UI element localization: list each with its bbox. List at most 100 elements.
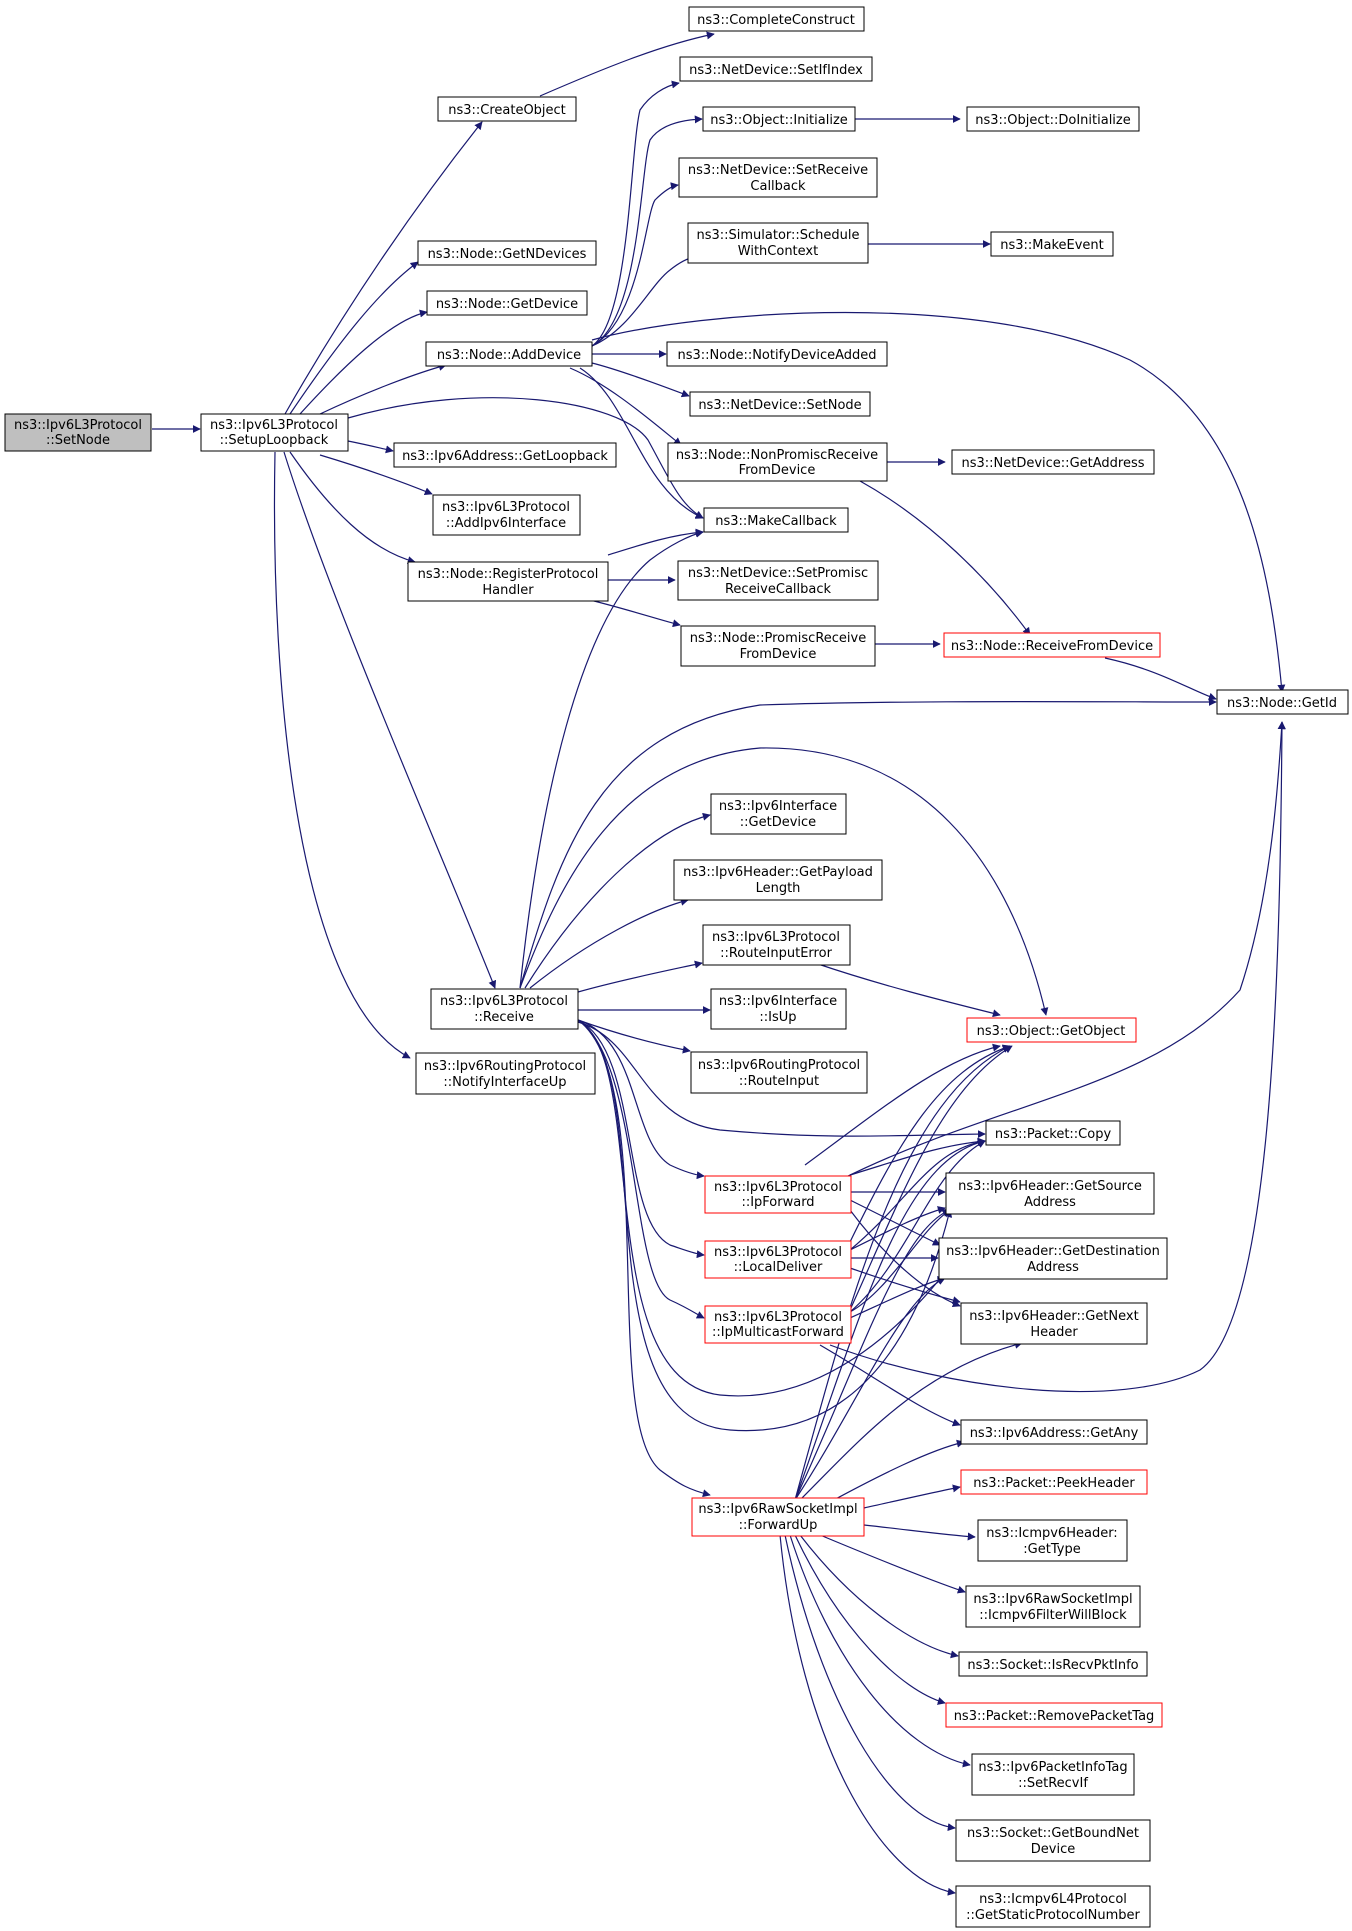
node-setuploopback[interactable]: ns3::Ipv6L3Protocol::SetupLoopback <box>200 413 349 452</box>
node-setnode[interactable]: ns3::Ipv6L3Protocol::SetNode <box>4 413 152 452</box>
node-makeevent[interactable]: ns3::MakeEvent <box>990 231 1114 257</box>
node-receive[interactable]: ns3::Ipv6L3Protocol::Receive <box>430 988 579 1030</box>
svg-text:::IsUp: ::IsUp <box>759 1010 796 1025</box>
node-isup[interactable]: ns3::Ipv6Interface::IsUp <box>710 988 847 1030</box>
svg-text:ns3::Ipv6L3Protocol: ns3::Ipv6L3Protocol <box>714 1180 842 1195</box>
node-iface-getdevice[interactable]: ns3::Ipv6Interface::GetDevice <box>710 793 847 835</box>
node-isrecvpktinfo[interactable]: ns3::Socket::IsRecvPktInfo <box>958 1651 1148 1677</box>
node-makecallback[interactable]: ns3::MakeCallback <box>703 507 849 533</box>
node-setpromisccb[interactable]: ns3::NetDevice::SetPromiscReceiveCallbac… <box>677 560 879 601</box>
node-receivefromdevice[interactable]: ns3::Node::ReceiveFromDevice <box>943 632 1161 658</box>
node-routeinputerror[interactable]: ns3::Ipv6L3Protocol::RouteInputError <box>702 924 851 966</box>
node-getobject[interactable]: ns3::Object::GetObject <box>966 1017 1137 1043</box>
node-icmpgettype[interactable]: ns3::Icmpv6Header::GetType <box>977 1519 1128 1562</box>
svg-text:ns3::Ipv6L3Protocol: ns3::Ipv6L3Protocol <box>440 994 568 1009</box>
svg-text:Address: Address <box>1027 1260 1079 1275</box>
svg-text:ns3::Node::NonPromiscReceive: ns3::Node::NonPromiscReceive <box>676 448 878 463</box>
edge-receivefromdevice-getid <box>1104 657 1217 701</box>
svg-text:Length: Length <box>756 881 801 896</box>
node-getany[interactable]: ns3::Ipv6Address::GetAny <box>960 1419 1148 1445</box>
node-addipv6interface[interactable]: ns3::Ipv6L3Protocol::AddIpv6Interface <box>432 494 581 536</box>
edge-localdeliver-getsourceaddress <box>849 1206 946 1251</box>
node-forwardup[interactable]: ns3::Ipv6RawSocketImpl::ForwardUp <box>691 1497 865 1537</box>
svg-text:::Icmpv6FilterWillBlock: ::Icmpv6FilterWillBlock <box>979 1608 1127 1623</box>
edge-forwardup-packetcopy <box>794 1138 986 1501</box>
edge-adddevice-makecallback <box>579 367 704 519</box>
svg-text:FromDevice: FromDevice <box>740 647 817 662</box>
svg-text:ns3::Node::AddDevice: ns3::Node::AddDevice <box>437 348 581 363</box>
svg-text:ns3::Ipv6Interface: ns3::Ipv6Interface <box>719 994 837 1009</box>
node-getid[interactable]: ns3::Node::GetId <box>1216 689 1349 715</box>
node-getndevices[interactable]: ns3::Node::GetNDevices <box>417 240 597 266</box>
svg-text:ns3::Ipv6Header::GetPayload: ns3::Ipv6Header::GetPayload <box>683 865 873 880</box>
node-icmpfilter[interactable]: ns3::Ipv6RawSocketImpl::Icmpv6FilterWill… <box>965 1585 1141 1628</box>
svg-text:ReceiveCallback: ReceiveCallback <box>725 582 832 597</box>
edge-adddevice-initialize <box>591 115 703 347</box>
edge-adddevice-setnode <box>591 362 690 398</box>
edge-receive-ipforward <box>577 1019 705 1180</box>
node-adddevice[interactable]: ns3::Node::AddDevice <box>425 341 593 367</box>
node-removepackettag[interactable]: ns3::Packet::RemovePacketTag <box>945 1702 1163 1728</box>
node-getloopback[interactable]: ns3::Ipv6Address::GetLoopback <box>393 442 617 468</box>
svg-text:ns3::Ipv6RoutingProtocol: ns3::Ipv6RoutingProtocol <box>424 1059 586 1074</box>
svg-text:ns3::Icmpv6Header:: ns3::Icmpv6Header: <box>986 1526 1117 1541</box>
edge-forwardup-getsourceaddress <box>794 1208 951 1501</box>
edge-forwardup-getstaticprotocolnumber <box>779 1534 956 1896</box>
node-getstaticprotocolnumber[interactable]: ns3::Icmpv6L4Protocol::GetStaticProtocol… <box>955 1885 1151 1928</box>
node-routeinput[interactable]: ns3::Ipv6RoutingProtocol::RouteInput <box>690 1051 868 1094</box>
edge-forwardup-peekheader <box>863 1484 961 1509</box>
node-localdeliver[interactable]: ns3::Ipv6L3Protocol::LocalDeliver <box>704 1240 852 1279</box>
node-createobject[interactable]: ns3::CreateObject <box>437 96 577 122</box>
svg-text:Callback: Callback <box>750 179 806 194</box>
node-notifydeviceadded[interactable]: ns3::Node::NotifyDeviceAdded <box>666 341 888 367</box>
function-nodes: ns3::Ipv6L3Protocol::SetNode ns3::Ipv6L3… <box>4 6 1349 1928</box>
node-setrecvif[interactable]: ns3::Ipv6PacketInfoTag::SetRecvIf <box>971 1753 1135 1796</box>
node-setifindex[interactable]: ns3::NetDevice::SetIfIndex <box>679 56 873 82</box>
svg-text:ns3::Ipv6L3Protocol: ns3::Ipv6L3Protocol <box>210 418 338 433</box>
edge-adddevice-setreceivecallback <box>591 182 679 347</box>
node-packetcopy[interactable]: ns3::Packet::Copy <box>985 1120 1121 1146</box>
node-setnode-nd[interactable]: ns3::NetDevice::SetNode <box>689 391 871 417</box>
node-initialize[interactable]: ns3::Object::Initialize <box>702 106 856 132</box>
node-getaddress[interactable]: ns3::NetDevice::GetAddress <box>951 449 1155 475</box>
edge-forwardup-getboundnetdevice <box>784 1534 956 1832</box>
svg-text:ns3::Node::GetDevice: ns3::Node::GetDevice <box>436 297 578 312</box>
node-ipmulticastforward[interactable]: ns3::Ipv6L3Protocol::IpMulticastForward <box>704 1305 852 1344</box>
edge-setuploopback-registerprotocolhandler <box>289 451 416 565</box>
svg-text:ns3::Packet::RemovePacketTag: ns3::Packet::RemovePacketTag <box>954 1709 1155 1724</box>
node-completeconstruct[interactable]: ns3::CompleteConstruct <box>688 6 865 32</box>
edge-receive-getsourceaddress <box>577 1019 953 1432</box>
node-notifyinterfaceup[interactable]: ns3::Ipv6RoutingProtocol::NotifyInterfac… <box>415 1052 596 1095</box>
edge-receive-packetcopy <box>577 1021 986 1139</box>
svg-text:ns3::MakeCallback: ns3::MakeCallback <box>715 514 837 529</box>
svg-text:ns3::Ipv6Header::GetNext: ns3::Ipv6Header::GetNext <box>969 1309 1138 1324</box>
svg-text:::RouteInput: ::RouteInput <box>739 1074 819 1089</box>
edge-setuploopback-addipv6interface <box>319 454 433 495</box>
node-getdevice[interactable]: ns3::Node::GetDevice <box>426 290 588 316</box>
edge-forwardup-getnextheader <box>799 1340 1023 1501</box>
edge-forwardup-setrecvif <box>789 1534 971 1768</box>
svg-text:ns3::Ipv6Header::GetSource: ns3::Ipv6Header::GetSource <box>958 1179 1142 1194</box>
node-peekheader[interactable]: ns3::Packet::PeekHeader <box>960 1469 1148 1495</box>
node-ipforward[interactable]: ns3::Ipv6L3Protocol::IpForward <box>704 1175 852 1214</box>
node-doinitialize[interactable]: ns3::Object::DoInitialize <box>966 106 1140 132</box>
edge-localdeliver-getnextheader <box>849 1267 961 1305</box>
edge-receive-getid <box>519 697 1217 989</box>
edge-forwardup-icmpfilter <box>819 1534 966 1594</box>
svg-text:ns3::Ipv6L3Protocol: ns3::Ipv6L3Protocol <box>712 930 840 945</box>
svg-text:ns3::NetDevice::SetPromisc: ns3::NetDevice::SetPromisc <box>688 566 868 581</box>
edge-setuploopback-createobject <box>284 121 483 415</box>
svg-text:ns3::NetDevice::SetIfIndex: ns3::NetDevice::SetIfIndex <box>689 63 863 78</box>
edge-receive-getdestaddress <box>577 1019 948 1397</box>
